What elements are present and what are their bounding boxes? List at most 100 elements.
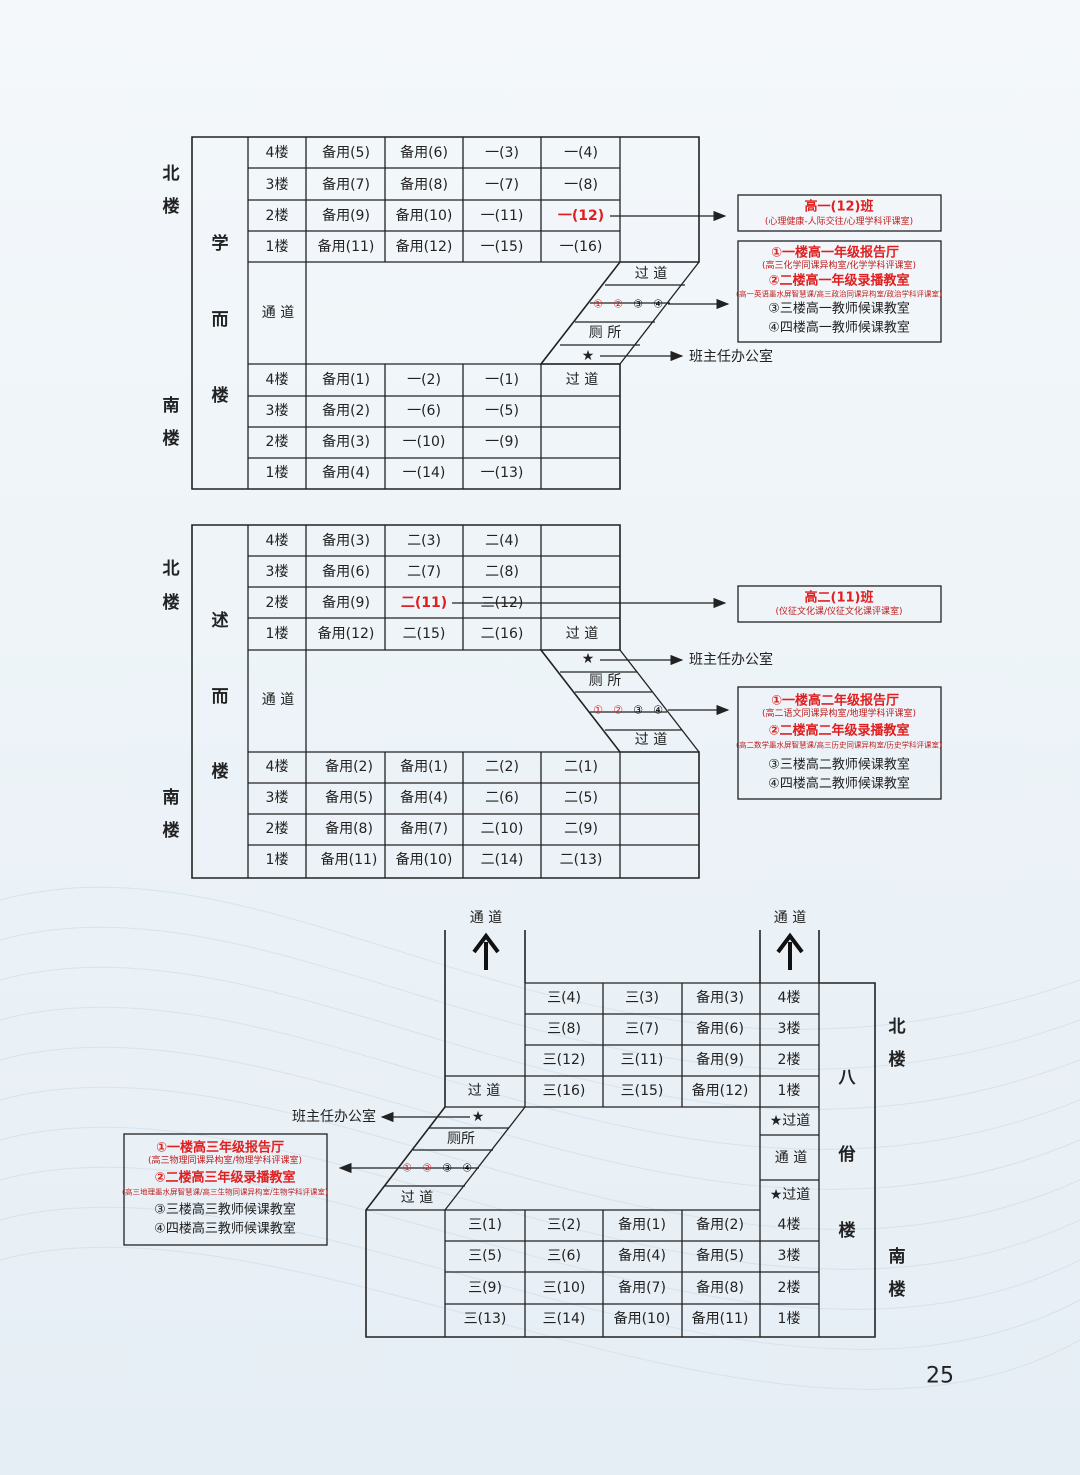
b1-circle-1: ① [593,298,603,311]
b2.south_rows-cell-r2-c2: 备用(7) [400,820,448,837]
b2.north_rows-cell-r0-c0: 4楼 [266,533,289,549]
b3-circle-3: ③ [442,1162,452,1175]
b2.south_rows-cell-r2-c4: 二(9) [564,821,598,837]
b3-star-crossing-top: ★过道 [770,1113,811,1129]
b1-crossing-bottom: 过 道 [566,372,598,388]
b1.south_rows-cell-r1-c2: 一(6) [407,403,441,419]
b2-building-name-3: 楼 [212,761,229,782]
b1-corridor-label: 通 道 [262,305,294,321]
b1.north_rows-cell-r1-c2: 备用(8) [400,176,448,193]
b1.north_rows-cell-r0-c3: 一(3) [485,145,519,161]
b2.south_rows-cell-r1-c1: 备用(5) [325,789,373,806]
b3.north_rows-cell-r1-c0: 三(8) [547,1021,581,1037]
b2-crossing-bottom: 过 道 [635,732,667,748]
b3-legend-box [123,1133,328,1246]
building-xueer [191,136,700,490]
b1-office-label: 班主任办公室 [689,348,773,365]
b2-legend-4: ④四楼高二教师候课教室 [768,776,910,792]
b3.north_rows-cell-r0-c2: 备用(3) [696,989,744,1006]
b2.south_rows-cell-r1-c2: 备用(4) [400,789,448,806]
b1-building-name-3: 楼 [212,385,229,406]
b2-legend-3: ③三楼高二教师候课教室 [768,757,910,773]
b1.south_rows-cell-r0-c3: 一(1) [485,372,519,388]
b1.south_rows-cell-r3-c1: 备用(4) [322,464,370,481]
b1.south_rows-cell-r1-c3: 一(5) [485,403,519,419]
b2.south_rows-cell-r3-c3: 二(14) [481,852,524,868]
b3.south_rows-cell-r2-c0: 三(9) [468,1280,502,1296]
b3-crossing-top: 过 道 [468,1083,500,1099]
b3.north_rows-cell-r2-c3: 2楼 [778,1052,801,1068]
b2.north_rows-cell-r0-c1: 备用(3) [322,532,370,549]
b1.north_rows-cell-r0-c1: 备用(5) [322,144,370,161]
b2-note-box [737,585,942,623]
b3.south_rows-cell-r1-c4: 3楼 [778,1248,801,1264]
b2.south_rows-cell-r0-c3: 二(2) [485,759,519,775]
b3.south_rows-cell-r3-c0: 三(13) [464,1311,507,1327]
b3-star: ★ [472,1109,485,1125]
b3-up-arrowhead-left [472,932,500,954]
b3.south_rows-cell-r1-c3: 备用(5) [696,1247,744,1264]
b1-building-name-1: 学 [212,233,229,254]
b1-legend-2-sub: (高一英语墨水屏智慧课/高三政治同课异构室/政治学科评课室) [736,289,942,299]
b1.north_rows-cell-r1-c0: 3楼 [266,177,289,193]
b3-circle-4: ④ [462,1162,472,1175]
b2.north_rows-cell-r1-c1: 备用(6) [322,563,370,580]
b1-legend-3: ③三楼高一教师候课教室 [768,301,910,317]
b3-circle-1: ① [402,1162,412,1175]
b3.north_rows-cell-r2-c0: 三(12) [543,1052,586,1068]
b2-legend-1-sub: (高二语文同课异构室/地理学科评课室) [762,707,916,719]
b1.north_rows-cell-r2-c4: 一(12) [558,208,604,224]
b2.south_rows-cell-r0-c4: 二(1) [564,759,598,775]
b3.south_rows-cell-r1-c2: 备用(4) [618,1247,666,1264]
b1.north_rows-cell-r0-c4: 一(4) [564,145,598,161]
b3-corridor-top-left: 通 道 [470,910,502,926]
building-bayi [365,930,876,1338]
b2.south_rows-cell-r0-c2: 备用(1) [400,758,448,775]
b2.north_rows-cell-r3-c2: 二(15) [403,626,446,642]
b3-south-label-1: 南 [889,1246,906,1267]
b3-circle-2: ② [422,1162,432,1175]
b2-star: ★ [582,651,595,667]
b2.south_rows-cell-r3-c0: 1楼 [266,852,289,868]
b2-legend-1: ①一楼高二年级报告厅 [771,693,899,709]
b1-note-sub: (心理健康-人际交往/心理学科评课室) [765,215,913,227]
b1.south_rows-cell-r0-c0: 4楼 [266,372,289,388]
b1-star: ★ [582,348,595,364]
b1-north-label-2: 楼 [163,196,180,217]
b1.north_rows-cell-r2-c1: 备用(9) [322,207,370,224]
b2-circle-1: ① [593,704,603,717]
b2.north_rows-cell-r3-c0: 1楼 [266,626,289,642]
b2-circle-4: ④ [653,704,663,717]
building-shuer [191,524,700,879]
b1.north_rows-cell-r3-c4: 一(16) [560,239,603,255]
b2.south_rows-cell-r1-c0: 3楼 [266,790,289,806]
b3.north_rows-cell-r1-c3: 3楼 [778,1021,801,1037]
b2-toilet-label: 厕 所 [589,673,621,689]
b3.south_rows-cell-r0-c4: 4楼 [778,1217,801,1233]
b1.north_rows-cell-r0-c2: 备用(6) [400,144,448,161]
b2-south-label-2: 楼 [163,820,180,841]
b3.north_rows-cell-r1-c2: 备用(6) [696,1020,744,1037]
b3.north_rows-cell-r0-c0: 三(4) [547,990,581,1006]
b2-circle-2: ② [613,704,623,717]
b2-south-label-1: 南 [163,787,180,808]
b3.north_rows-cell-r0-c1: 三(3) [625,990,659,1006]
b3.south_rows-cell-r2-c1: 三(10) [543,1280,586,1296]
b2-building-name-2: 而 [212,687,229,707]
b2.north_rows-cell-r3-c1: 备用(12) [318,625,375,642]
b2-building-name-1: 述 [212,611,229,631]
b1.south_rows-cell-r1-c0: 3楼 [266,403,289,419]
b1-circle-4: ④ [653,298,663,311]
b1.south_rows-cell-r2-c3: 一(9) [485,434,519,450]
b3-legend-1-sub: (高三物理同课异构室/物理学科评课室) [148,1154,302,1166]
b1.north_rows-cell-r3-c0: 1楼 [266,239,289,255]
b3-legend-2-sub: (高三地理墨水屏智慧课/高三生物同课异构室/生物学科评课室) [122,1187,328,1197]
b1.south_rows-cell-r3-c2: 一(14) [403,465,446,481]
b2.south_rows-cell-r3-c1: 备用(11) [321,851,378,868]
b2-circle-3: ③ [633,704,643,717]
b2.south_rows-cell-r2-c3: 二(10) [481,821,524,837]
b2-legend-2-sub: (高二数学墨水屏智慧课/高三历史同课异构室/历史学科评课室) [736,740,942,750]
b1.north_rows-cell-r1-c4: 一(8) [564,177,598,193]
b3-building-name-2: 佾 [838,1144,857,1165]
b3.north_rows-cell-r0-c3: 4楼 [778,990,801,1006]
